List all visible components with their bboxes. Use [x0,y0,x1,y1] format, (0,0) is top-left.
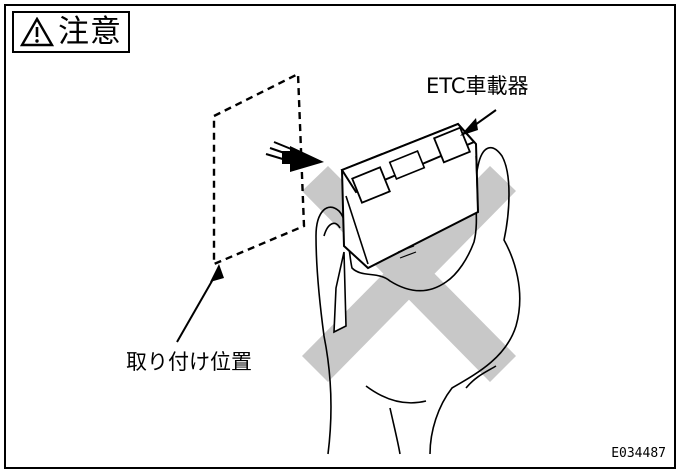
device-pointer-arrow [460,109,497,136]
mount-position-outline [212,72,306,266]
figure-id: E034487 [611,446,666,461]
mount-position-label: 取り付け位置 [126,350,252,374]
mount-pointer-arrow [176,264,224,343]
caution-box: 注意 [12,11,130,53]
illustration [176,72,521,455]
hand-illustration [315,146,521,455]
caution-title: 注意 [58,14,122,50]
motion-arrow-icon [265,141,324,172]
etc-device-illustration [333,122,480,334]
warning-triangle-icon [20,17,54,47]
figure-frame: 注意 ETC車載器 取り付け位置 E034487 [4,4,676,469]
device-label: ETC車載器 [426,74,529,98]
